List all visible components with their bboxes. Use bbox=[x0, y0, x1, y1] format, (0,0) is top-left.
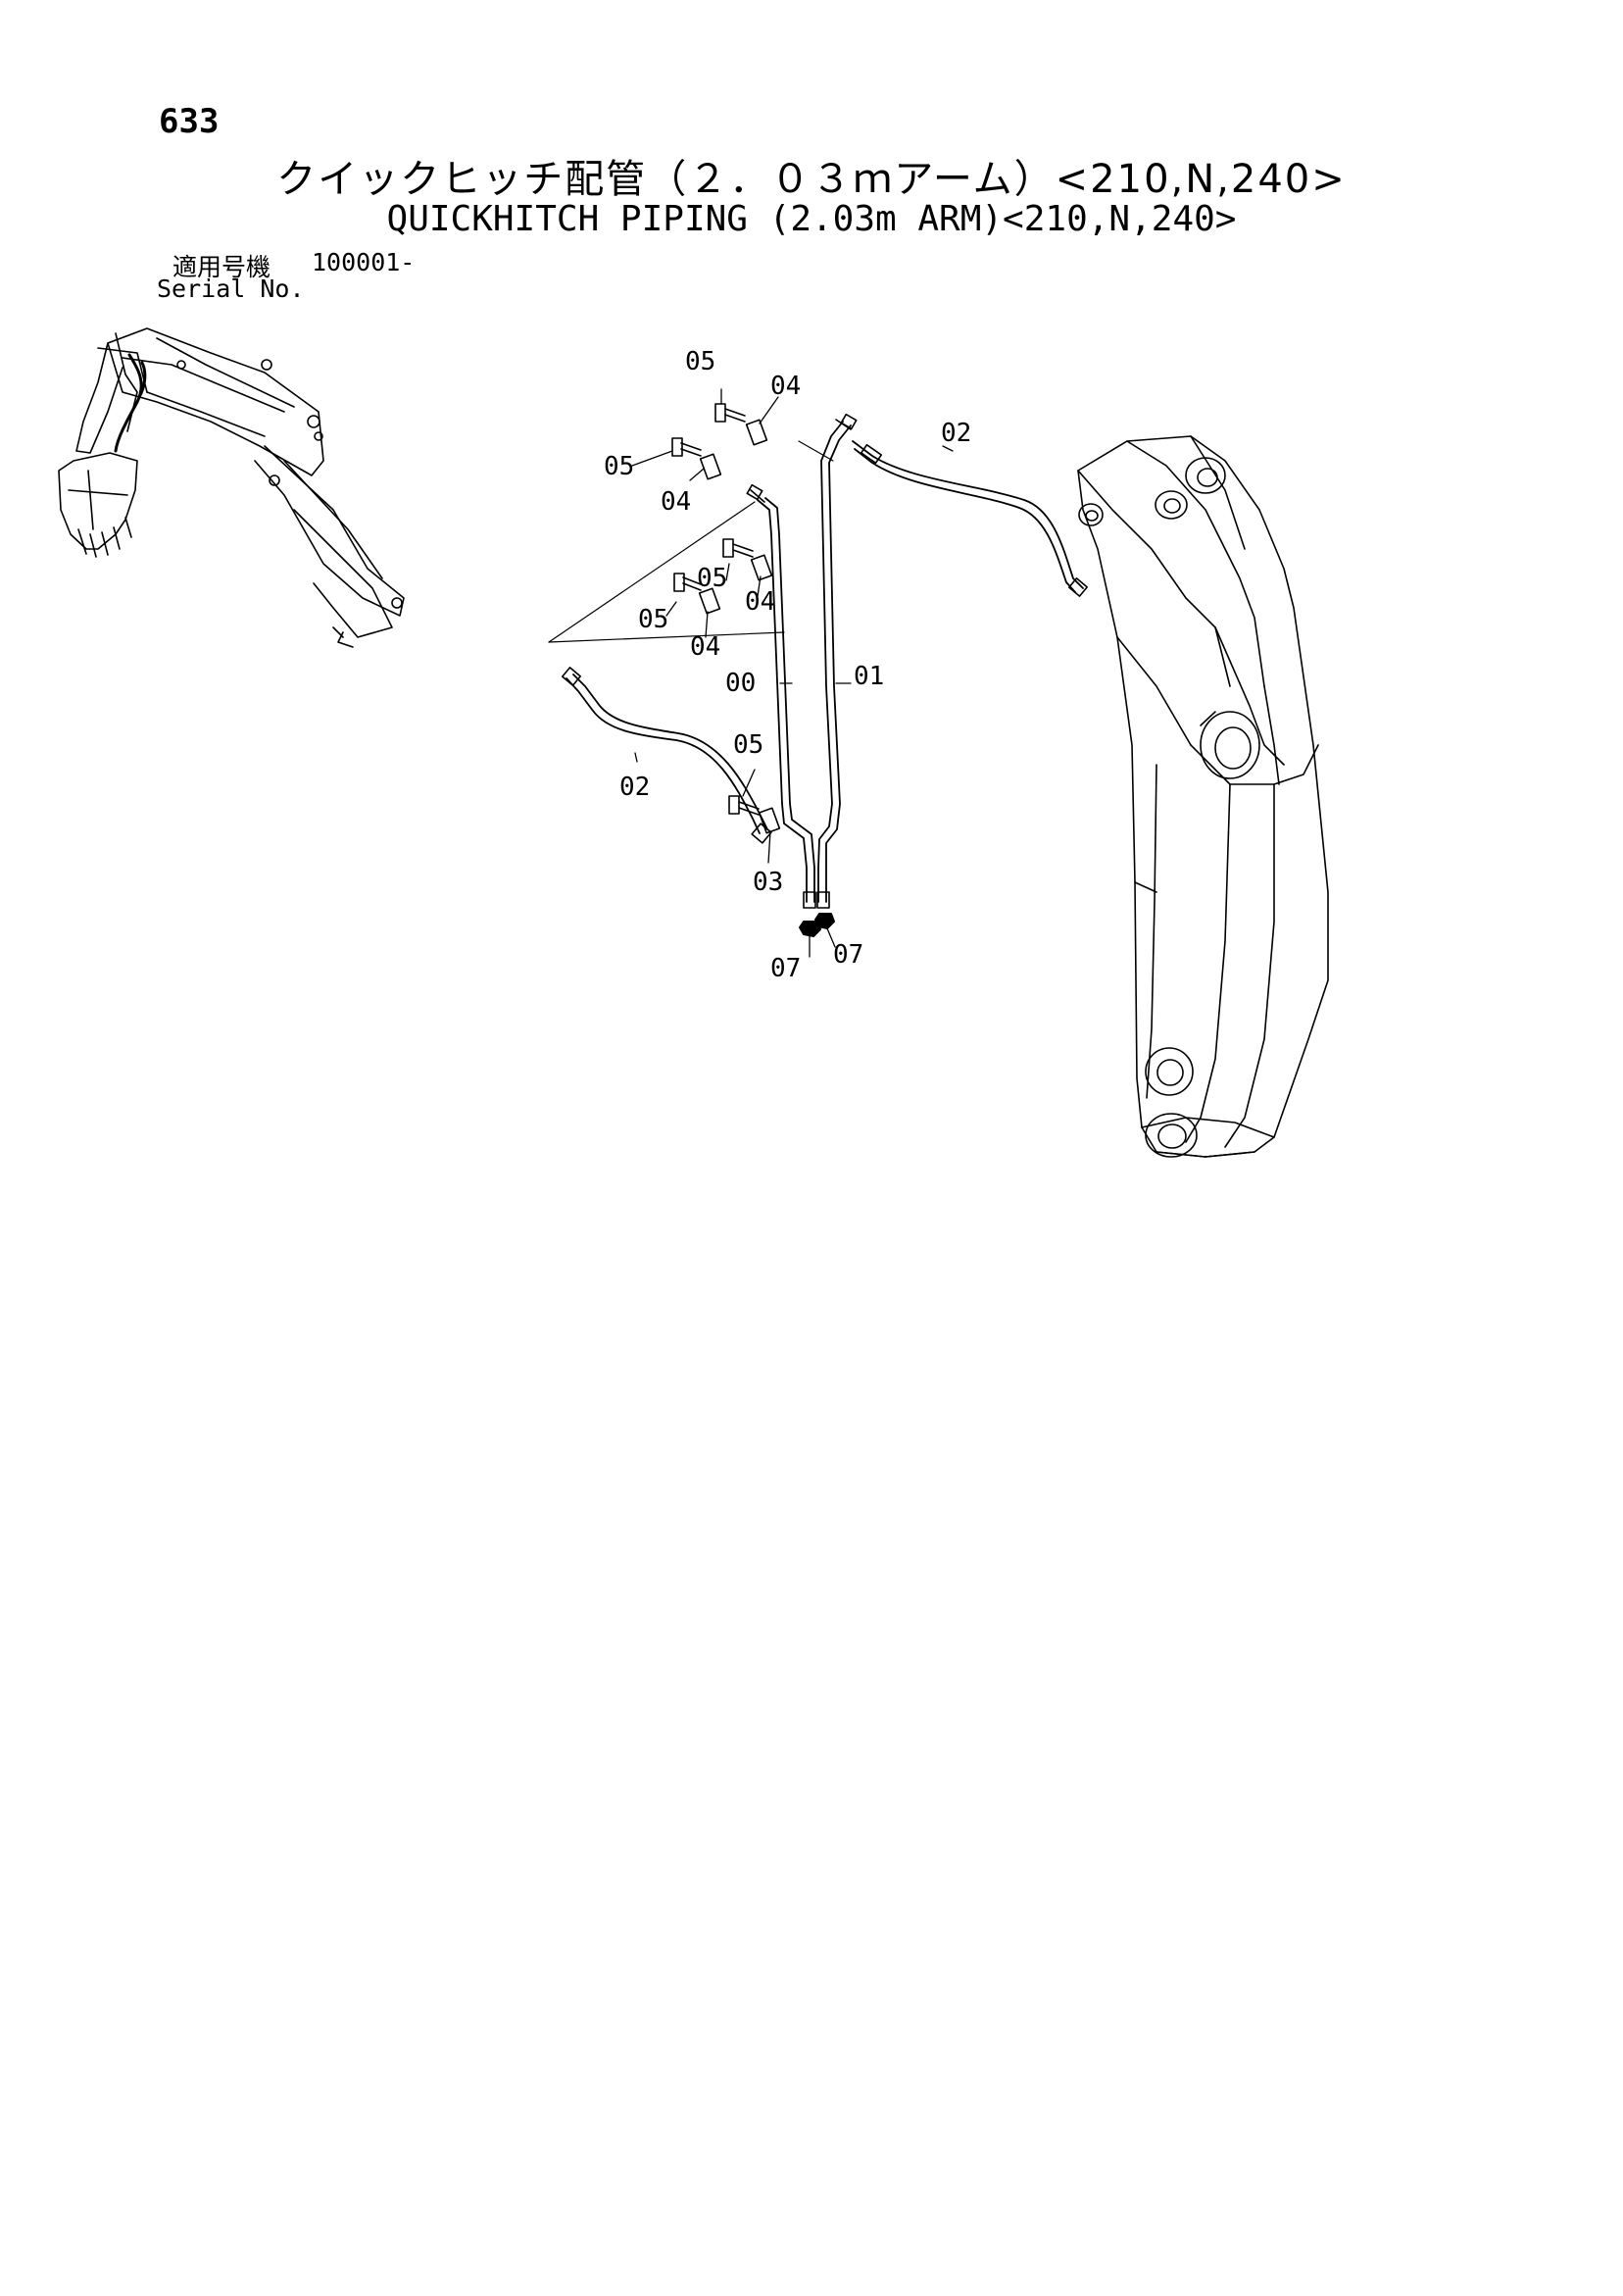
callout-05-mid: 05 bbox=[697, 564, 727, 593]
callout-05-mid-left: 05 bbox=[638, 605, 668, 634]
arm-structure bbox=[1077, 435, 1329, 1158]
serial-label-japanese: 適用号機 bbox=[172, 253, 271, 281]
title-english: QUICKHITCH PIPING (2.03m ARM)<210,N,240> bbox=[386, 199, 1237, 239]
callout-04-top: 04 bbox=[770, 372, 801, 401]
callout-05-lower: 05 bbox=[733, 730, 763, 760]
callout-labels: 05 04 02 05 04 05 04 05 04 00 01 02 05 0… bbox=[604, 347, 971, 983]
callout-07-right: 07 bbox=[833, 940, 863, 970]
piping-assembly bbox=[548, 403, 1089, 937]
excavator-thumbnail bbox=[58, 327, 405, 648]
title-japanese: クイックヒッチ配管（２．０３ｍアーム）<210,N,240> bbox=[276, 157, 1347, 202]
callout-02-lower: 02 bbox=[619, 773, 650, 802]
page-number: 633 bbox=[159, 102, 220, 141]
callout-00: 00 bbox=[725, 669, 756, 698]
serial-label-english: Serial No. bbox=[157, 275, 305, 303]
callout-05-top: 05 bbox=[685, 347, 715, 376]
callout-03: 03 bbox=[753, 868, 783, 897]
serial-number-value: 100001- bbox=[312, 248, 416, 276]
leader-lines bbox=[631, 388, 954, 958]
callout-01: 01 bbox=[854, 662, 884, 691]
callout-07-left: 07 bbox=[770, 954, 801, 983]
callout-02-upper: 02 bbox=[941, 419, 971, 448]
callout-04-mid-lower: 04 bbox=[690, 632, 720, 662]
callout-04-left: 04 bbox=[661, 487, 691, 517]
callout-04-mid: 04 bbox=[745, 587, 775, 617]
callout-05-left: 05 bbox=[604, 452, 634, 481]
